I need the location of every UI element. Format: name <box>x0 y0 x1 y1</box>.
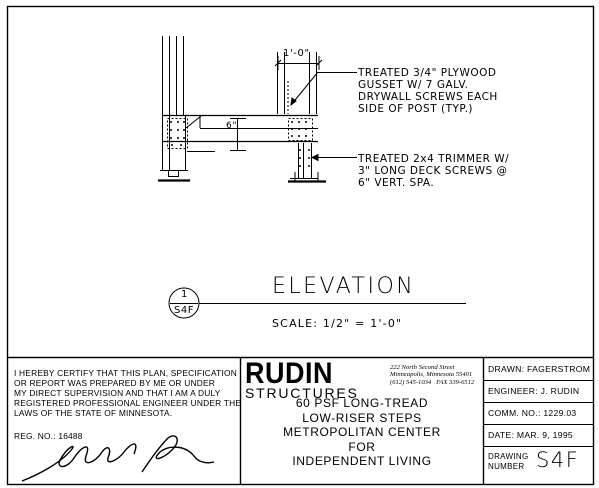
gussets <box>167 81 313 149</box>
drawing-number-label: DRAWING NUMBER <box>488 452 529 471</box>
commission-number: COMM. NO.: 1229.03 <box>488 408 577 418</box>
project-title: 60 PSF LONG-TREAD LOW-RISER STEPS METROP… <box>283 396 441 468</box>
engineer: ENGINEER: J. RUDIN <box>488 386 580 396</box>
note-plywood-gusset: TREATED 3/4" PLYWOOD GUSSET W/ 7 GALV. D… <box>358 67 498 115</box>
stringer <box>162 114 318 152</box>
date: DATE: MAR. 9, 1995 <box>488 430 574 440</box>
vertical-dimension-label: 6" <box>226 121 238 131</box>
dimension-label: 1'-0" <box>283 48 310 59</box>
firm-logo: RUDIN <box>245 356 333 390</box>
drawing-number: S4F <box>536 448 580 472</box>
elevation-title: ELEVATION <box>272 274 416 299</box>
leader-trimmer <box>310 153 357 162</box>
callout-sheet: S4F <box>174 305 194 316</box>
left-base <box>158 170 190 182</box>
scale-label: SCALE: 1/2" = 1'-0" <box>272 317 403 330</box>
registration-number: REG. NO.: 16488 <box>14 431 83 441</box>
dimension-horizontal <box>274 56 323 70</box>
firm-address: 222 North Second Street Minneapolis, Min… <box>390 364 475 386</box>
certification-text: I HEREBY CERTIFY THAT THIS PLAN, SPECIFI… <box>14 368 242 418</box>
drawn-by: DRAWN: FAGERSTROM <box>488 364 591 374</box>
section-callout <box>168 287 466 319</box>
screw-dots <box>170 121 310 167</box>
sheet-border <box>6 5 595 486</box>
note-trimmer: TREATED 2x4 TRIMMER W/ 3" LONG DECK SCRE… <box>358 153 510 189</box>
firm-subtitle: STRUCTURES <box>245 385 359 401</box>
left-post <box>162 36 186 170</box>
engineer-signature <box>21 435 215 482</box>
leader-gusset <box>290 71 357 107</box>
dimension-vertical <box>230 118 246 151</box>
right-base <box>288 172 326 183</box>
callout-number: 1 <box>181 289 188 300</box>
